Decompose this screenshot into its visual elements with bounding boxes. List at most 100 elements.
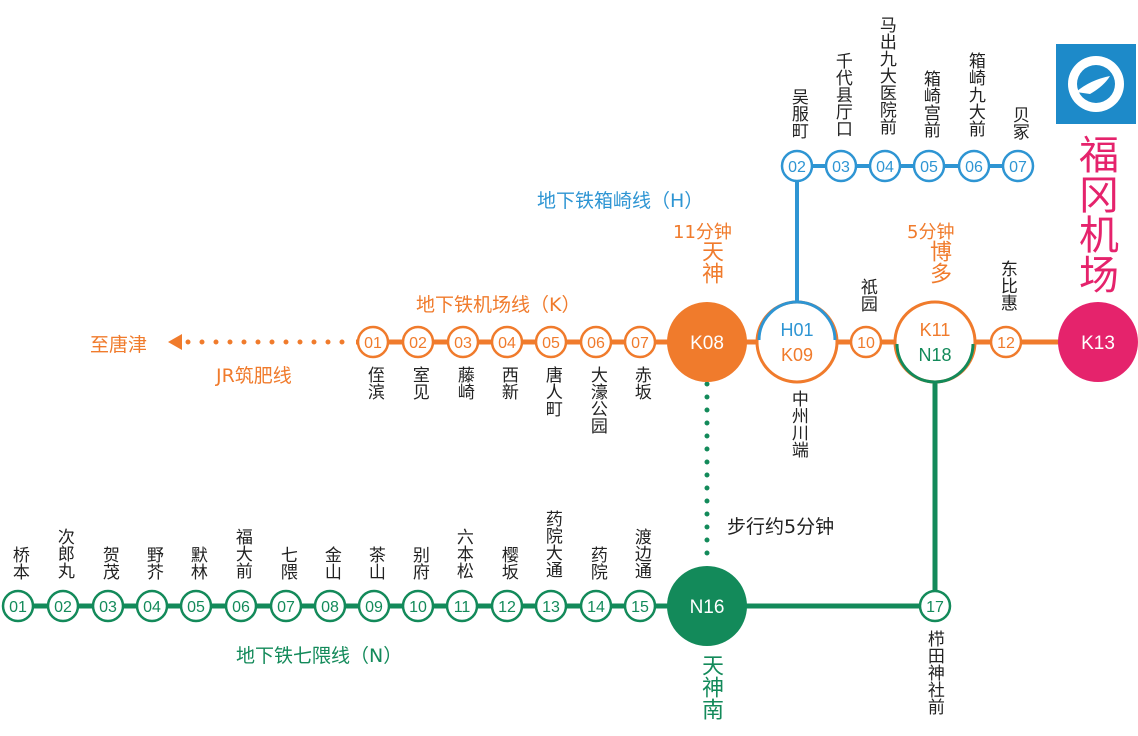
h04-station-code: 04 (876, 159, 894, 176)
jr-chikuhi-line-label: JR筑肥线 (216, 365, 292, 387)
tenjin-code: K08 (690, 333, 724, 354)
k12-station-code: 12 (997, 335, 1015, 352)
nakasu-code-k: K09 (781, 345, 813, 365)
n15-station-code: 15 (631, 599, 649, 616)
n01-station-circle[interactable] (1, 589, 35, 623)
n14-station-code: 14 (587, 599, 605, 616)
n08-station-code: 08 (321, 599, 339, 616)
k04-station-code: 04 (498, 335, 516, 352)
n03-station-circle[interactable] (91, 589, 125, 623)
n08-station-circle[interactable] (313, 589, 347, 623)
k03-station-circle[interactable] (446, 325, 480, 359)
k04-station-circle[interactable] (490, 325, 524, 359)
h-line-title: 地下铁箱崎线（H） (537, 190, 704, 212)
n02-station-code: 02 (54, 599, 72, 616)
n06-station-circle[interactable] (224, 589, 258, 623)
n12-station-name: 樱坂 (497, 546, 518, 580)
n-line-title: 地下铁七隈线（N） (236, 645, 403, 667)
n14-station-circle[interactable] (579, 589, 613, 623)
n01-station-code: 01 (9, 599, 27, 616)
h06-station-name: 箱崎九大前 (964, 52, 985, 137)
h03-station-code: 03 (832, 159, 850, 176)
n05-station-code: 05 (187, 599, 205, 616)
n09-station-code: 09 (365, 599, 383, 616)
k04-station-name: 西新 (497, 366, 518, 400)
k10-station-circle[interactable] (849, 325, 883, 359)
hakata-name: 博多 (926, 240, 951, 284)
h04-station-circle[interactable] (868, 149, 902, 183)
h07-station-name: 贝冢 (1008, 106, 1029, 140)
k05-station-name: 唐人町 (541, 366, 562, 417)
n17-station-circle[interactable] (918, 589, 952, 623)
n04-station-code: 04 (143, 599, 161, 616)
n11-station-circle[interactable] (445, 589, 479, 623)
h02-station-code: 02 (788, 159, 806, 176)
n10-station-code: 10 (409, 599, 427, 616)
k10-station-code: 10 (857, 335, 875, 352)
n13-station-name: 药院大通 (541, 510, 562, 578)
k07-station-name: 赤坂 (630, 366, 651, 400)
n07-station-circle[interactable] (269, 589, 303, 623)
hakata-code-k: K11 (920, 320, 951, 340)
k01-station-code: 01 (364, 335, 382, 352)
tenjinminami-code: N16 (690, 597, 725, 618)
n06-station-name: 福大前 (231, 528, 252, 579)
h06-station-circle[interactable] (957, 149, 991, 183)
n15-station-circle[interactable] (623, 589, 657, 623)
n11-station-name: 六本松 (452, 528, 473, 579)
k05-station-circle[interactable] (534, 325, 568, 359)
n01-station-name: 桥本 (8, 546, 29, 580)
n17-station-code: 17 (926, 599, 944, 616)
k12-station-circle[interactable] (989, 325, 1023, 359)
k03-station-code: 03 (454, 335, 472, 352)
n13-station-code: 13 (542, 599, 560, 616)
n09-station-name: 茶山 (364, 546, 385, 580)
h07-station-circle[interactable] (1001, 149, 1035, 183)
n10-station-name: 别府 (408, 546, 429, 580)
nakasu-name: 中州川端 (787, 390, 808, 458)
k06-station-name: 大濠公园 (586, 366, 607, 434)
h07-station-code: 07 (1009, 159, 1027, 176)
n10-station-circle[interactable] (401, 589, 435, 623)
k06-station-circle[interactable] (579, 325, 613, 359)
nakasu-blue-arc (757, 300, 837, 341)
nakasu-code-h: H01 (780, 320, 813, 340)
airport-station-circle[interactable] (1058, 302, 1138, 382)
walk-label: 步行约5分钟 (727, 516, 835, 538)
n08-station-name: 金山 (320, 546, 341, 580)
h05-station-name: 箱崎宫前 (919, 70, 940, 138)
airport-name: 福冈机场 (1072, 134, 1118, 294)
n13-station-circle[interactable] (534, 589, 568, 623)
n15-station-name: 渡边通 (630, 528, 651, 579)
n04-station-circle[interactable] (135, 589, 169, 623)
k01-station-circle[interactable] (356, 325, 390, 359)
tenjinminami-station-circle[interactable] (667, 566, 747, 646)
k02-station-circle[interactable] (401, 325, 435, 359)
kushida-name: 栉田神社前 (923, 630, 944, 715)
airport-plane-logo-icon (1056, 44, 1136, 124)
h04-station-name: 马出九大医院前 (875, 16, 896, 135)
tenjin-station-circle[interactable] (667, 302, 747, 382)
hakata-code-n: N18 (918, 345, 951, 365)
k07-station-code: 07 (631, 335, 649, 352)
karatsu-destination: 至唐津 (90, 334, 148, 356)
n07-station-name: 七隈 (276, 546, 297, 580)
k07-station-circle[interactable] (623, 325, 657, 359)
n12-station-circle[interactable] (490, 589, 524, 623)
arrow-left-icon (168, 334, 182, 350)
h03-station-circle[interactable] (824, 149, 858, 183)
n05-station-circle[interactable] (179, 589, 213, 623)
hakata-green-arc (895, 343, 975, 384)
n09-station-circle[interactable] (357, 589, 391, 623)
h02-station-name: 吴服町 (787, 88, 808, 139)
h02-station-circle[interactable] (780, 149, 814, 183)
n02-station-circle[interactable] (46, 589, 80, 623)
n03-station-name: 贺茂 (98, 546, 119, 580)
k05-station-code: 05 (542, 335, 560, 352)
k02-station-name: 室见 (408, 366, 429, 400)
n06-station-code: 06 (232, 599, 250, 616)
k06-station-code: 06 (587, 335, 605, 352)
h05-station-circle[interactable] (912, 149, 946, 183)
